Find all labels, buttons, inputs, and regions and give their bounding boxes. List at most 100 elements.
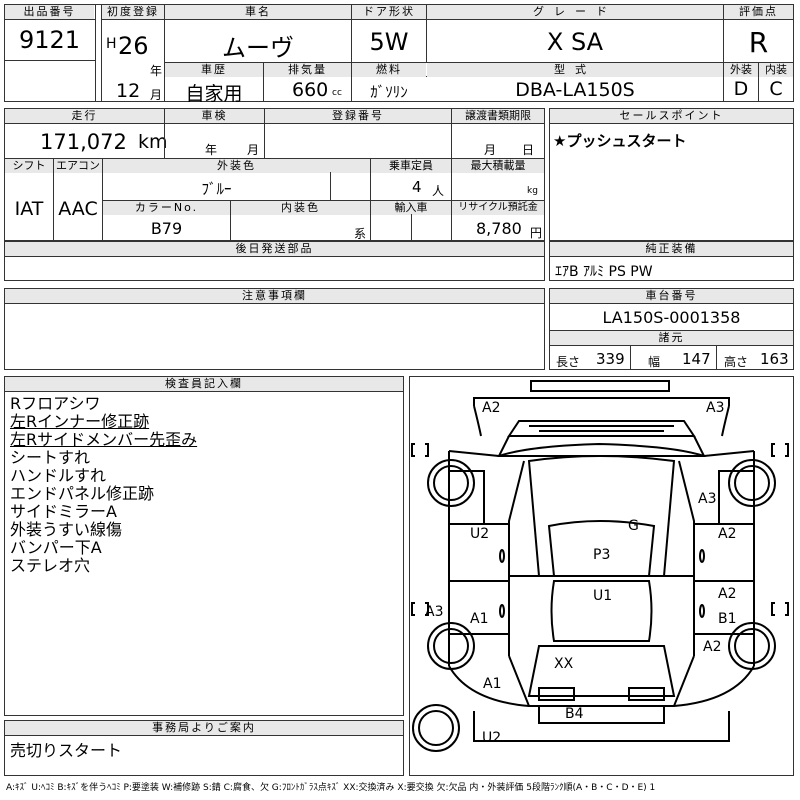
inspector-note-line: 左Rサイドメンバー先歪み xyxy=(10,430,198,449)
insp-year-unit: 年 xyxy=(205,143,218,157)
load-label: 最大積載量 xyxy=(452,159,544,173)
length: 339 xyxy=(596,350,625,368)
shift-label: シフト xyxy=(5,159,53,173)
length-label: 長さ xyxy=(556,355,581,369)
car-name: ムーヴ xyxy=(222,34,294,62)
details-block xyxy=(4,108,545,241)
year-unit: 年 xyxy=(150,64,163,78)
width: 147 xyxy=(682,350,711,368)
mileage-label: 走行 xyxy=(5,109,164,123)
color-label: 外装色 xyxy=(103,159,370,173)
equipment-label: 純正装備 xyxy=(550,242,793,256)
inspector-label: 検査員記入欄 xyxy=(5,377,403,391)
ac: AAC xyxy=(58,198,98,220)
damage-legend: A:ｷｽﾞ U:ﾍｺﾐ B:ｷｽﾞを伴うﾍｺﾐ P:要塗装 W:補修跡 S:錆 … xyxy=(6,783,656,793)
later-parts-box xyxy=(4,241,545,281)
month-unit: 月 xyxy=(150,88,163,102)
inspector-notes: Rフロアシワ左Rインナー修正跡左Rサイドメンバー先歪みシートすれハンドルすれエン… xyxy=(10,395,400,575)
dimensions-label: 諸元 xyxy=(550,331,793,345)
history: 自家用 xyxy=(185,83,243,105)
caution-label: 注意事項欄 xyxy=(5,289,544,303)
model-label: 型式 xyxy=(427,63,723,77)
capacity: 4 xyxy=(412,178,422,196)
ac-label: エアコン xyxy=(54,159,102,173)
door-type: 5W xyxy=(369,28,409,56)
header-block xyxy=(4,4,794,102)
mark-u2-left: U2 xyxy=(470,526,490,542)
mark-a2-right-rear-door: A2 xyxy=(718,586,737,602)
later-parts-label: 後日発送部品 xyxy=(5,242,544,256)
capacity-label: 乗車定員 xyxy=(371,159,451,173)
colorno-label: カラーNo. xyxy=(103,201,230,215)
width-label: 幅 xyxy=(648,355,661,369)
inspector-note-line: ステレオ穴 xyxy=(10,556,91,575)
load-unit: kg xyxy=(527,186,538,196)
intcolor-label: 内装色 xyxy=(231,201,370,215)
body-color: ﾌﾞﾙｰ xyxy=(201,180,232,198)
history-label: 車歴 xyxy=(165,63,263,77)
office-box xyxy=(4,720,404,776)
recycle-fee: 8,780 xyxy=(476,219,522,238)
grade-label: グレード xyxy=(427,5,723,19)
displacement: 660 xyxy=(292,79,329,101)
chassis-box xyxy=(549,288,794,370)
recycle-label: リサイクル預託金 xyxy=(452,201,544,215)
sales-point-text: ★プッシュスタート xyxy=(553,132,687,150)
mark-a2-right-front-door: A2 xyxy=(718,526,737,542)
mark-b4-rear-panel: B4 xyxy=(565,706,584,722)
insp-month-unit: 月 xyxy=(247,143,260,157)
ext-score: D xyxy=(733,78,749,100)
mark-u2-rear-bumper: U2 xyxy=(482,730,502,746)
mark-xx-rear-glass: XX xyxy=(554,656,574,672)
transfer-day: 日 xyxy=(522,143,535,157)
transfer-month: 月 xyxy=(484,143,497,157)
int-label: 内装 xyxy=(759,63,793,77)
sales-point-box xyxy=(549,108,794,241)
score-label: 評価点 xyxy=(724,5,793,19)
height-label: 高さ xyxy=(724,355,749,369)
first-reg-label: 初度登録 xyxy=(102,5,164,19)
ext-label: 外装 xyxy=(724,63,758,77)
mark-u1-roof: U1 xyxy=(593,588,613,604)
capacity-unit: 人 xyxy=(432,184,445,198)
lot-number: 9121 xyxy=(18,26,81,54)
car-diagram xyxy=(411,380,789,752)
first-reg-year: 26 xyxy=(118,32,149,60)
mark-a3-left-mirror: A3 xyxy=(425,604,444,620)
inspector-note-line: シートすれ xyxy=(10,448,91,467)
inspector-note-line: サイドミラーA xyxy=(10,502,117,521)
lot-label: 出品番号 xyxy=(5,5,94,19)
int-score: C xyxy=(769,78,783,100)
name-label: 車名 xyxy=(165,5,351,19)
mileage: 171,072 xyxy=(40,130,127,154)
mark-b1-right-rear-door: B1 xyxy=(718,611,737,627)
mark-p3-roof: P3 xyxy=(593,547,611,563)
inspector-note-line: ハンドルすれ xyxy=(10,466,107,485)
sales-point-label: セールスポイント xyxy=(550,109,793,123)
chassis-label: 車台番号 xyxy=(550,289,793,303)
reg-label: 登録番号 xyxy=(265,109,451,123)
door-label: ドア形状 xyxy=(352,5,426,19)
car-diagram-box xyxy=(409,376,794,776)
disp-unit: cc xyxy=(332,88,342,98)
transfer-label: 譲渡書類期限 xyxy=(452,109,544,123)
inspector-box xyxy=(4,376,404,716)
inspector-note-line: バンパー下A xyxy=(10,538,102,557)
office-label: 事務局よりご案内 xyxy=(5,721,403,735)
mileage-unit: km xyxy=(138,131,168,153)
mark-a3-front-right: A3 xyxy=(706,400,725,416)
caution-box xyxy=(4,288,545,370)
office-text: 売切りスタート xyxy=(10,741,123,760)
mark-a2-right-quarter: A2 xyxy=(703,639,722,655)
first-reg-era: H xyxy=(106,36,117,52)
score: R xyxy=(748,26,769,59)
model: DBA-LA150S xyxy=(515,79,635,101)
height: 163 xyxy=(760,350,789,368)
inspection-label: 車検 xyxy=(165,109,264,123)
grade: X SA xyxy=(546,28,604,56)
mark-g-windshield: G xyxy=(628,518,639,534)
mark-a1-left-rear-door: A1 xyxy=(470,611,489,627)
inspector-note-line: 左Rインナー修正跡 xyxy=(10,412,150,431)
chassis-number: LA150S-0001358 xyxy=(602,308,741,327)
fuel: ｶﾞｿﾘﾝ xyxy=(370,83,408,101)
